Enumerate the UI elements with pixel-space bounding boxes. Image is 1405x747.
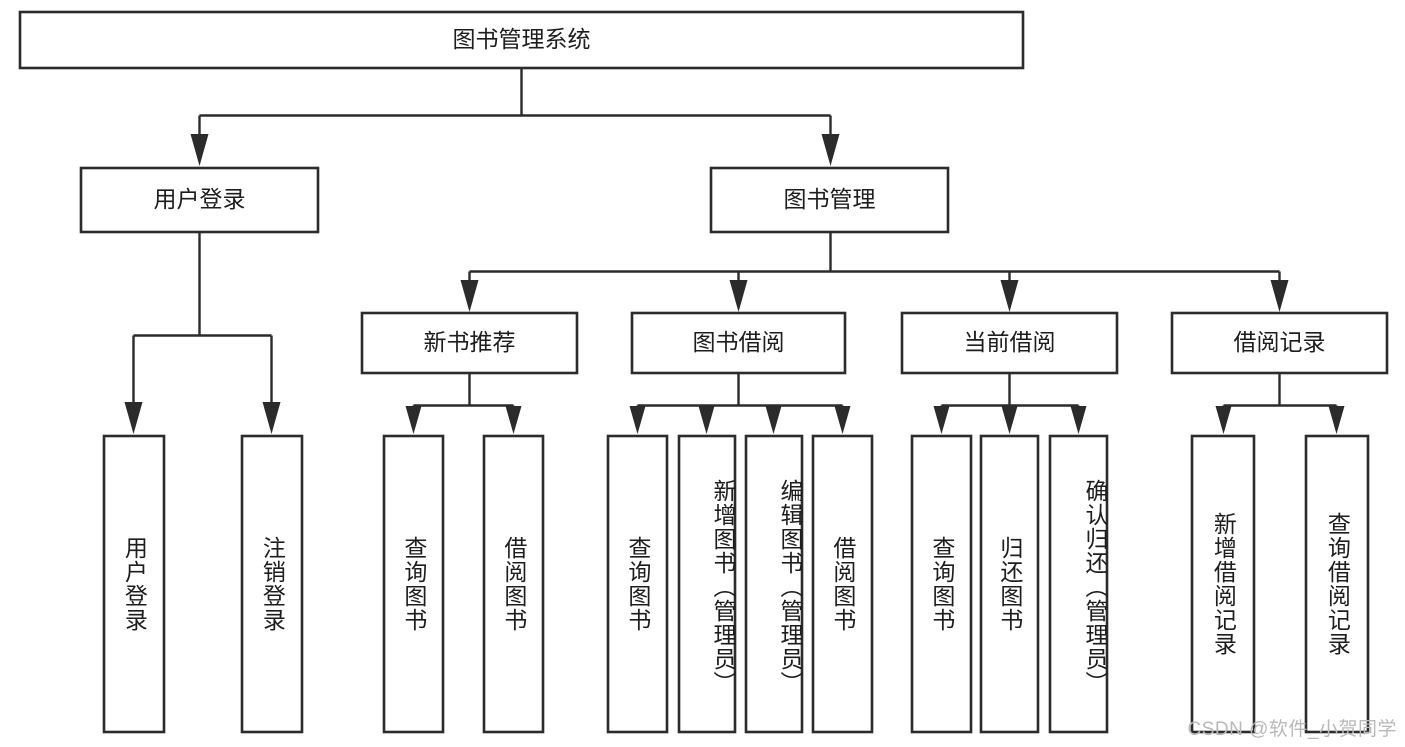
node-new-book-rec-label: 新书推荐 [424,329,516,355]
arrowhead-to-book-borrow [729,280,748,312]
arrowhead-bb-leaf-3 [765,406,782,434]
node-book-mgmt-label: 图书管理 [784,186,876,212]
leaf-box-bb-query-book[interactable] [606,434,669,734]
arrowhead-leaf-logout [262,402,281,434]
node-book-borrow[interactable]: 图书借阅 [630,311,847,375]
arrowhead-to-current-borrow [1000,280,1019,312]
node-root-label: 图书管理系统 [453,26,591,52]
node-root[interactable]: 图书管理系统 [18,10,1025,70]
node-borrow-record[interactable]: 借阅记录 [1170,311,1389,375]
node-user-login-label: 用户登录 [154,186,246,212]
arrowhead-bb-leaf-1 [629,406,646,434]
node-user-login[interactable]: 用户登录 [79,166,320,234]
arrowhead-cb-leaf-2 [1001,406,1018,434]
arrowhead-nbr-leaf-2 [505,406,522,434]
node-book-mgmt[interactable]: 图书管理 [709,166,950,234]
node-root-box[interactable] [18,10,1025,70]
arrowhead-to-user-login [190,134,209,166]
leaf-box-br-query-record[interactable] [1304,434,1370,734]
leaf-box-bb-borrow-book[interactable] [811,434,874,734]
nodes-group: 图书管理系统 用户登录 图书管理 新书推荐 图书借阅 当前 [18,10,1389,734]
node-current-borrow-box[interactable] [900,311,1119,375]
node-borrow-record-box[interactable] [1170,311,1389,375]
leaf-box-cb-query-book[interactable] [910,434,973,734]
node-book-borrow-box[interactable] [630,311,847,375]
leaf-box-cb-confirm-return[interactable] [1048,434,1109,734]
arrowhead-br-leaf-1 [1215,406,1232,434]
node-book-mgmt-box[interactable] [709,166,950,234]
node-borrow-record-label: 借阅记录 [1234,329,1326,355]
arrowhead-bb-leaf-2 [698,406,715,434]
arrowhead-to-book-mgmt [821,134,840,166]
leaf-box-br-add-record[interactable] [1190,434,1256,734]
leaf-box-user-login[interactable] [102,434,166,734]
csdn-watermark: CSDN @软件_小贺同学 [1187,719,1397,740]
node-book-borrow-label: 图书借阅 [693,329,785,355]
arrowhead-to-borrow-record [1270,280,1289,312]
node-new-book-rec[interactable]: 新书推荐 [360,311,579,375]
leaf-box-bb-add-book[interactable] [677,434,737,734]
arrowhead-nbr-leaf-1 [405,406,422,434]
node-new-book-rec-box[interactable] [360,311,579,375]
edges-group [124,68,1345,434]
arrowhead-leaf-user-login [124,402,143,434]
leaf-box-nbr-borrow-book[interactable] [482,434,545,734]
node-current-borrow[interactable]: 当前借阅 [900,311,1119,375]
arrowhead-cb-leaf-3 [1070,406,1087,434]
arrowhead-br-leaf-2 [1328,406,1345,434]
node-current-borrow-label: 当前借阅 [964,329,1056,355]
arrowhead-to-new-book-rec [460,280,479,312]
arrowhead-cb-leaf-1 [933,406,950,434]
leaf-box-logout[interactable] [240,434,304,734]
leaf-box-cb-return-book[interactable] [979,434,1040,734]
leaf-box-bb-edit-book[interactable] [744,434,804,734]
arrowhead-bb-leaf-4 [834,406,851,434]
leaf-box-nbr-query-book[interactable] [382,434,445,734]
node-user-login-box[interactable] [79,166,320,234]
